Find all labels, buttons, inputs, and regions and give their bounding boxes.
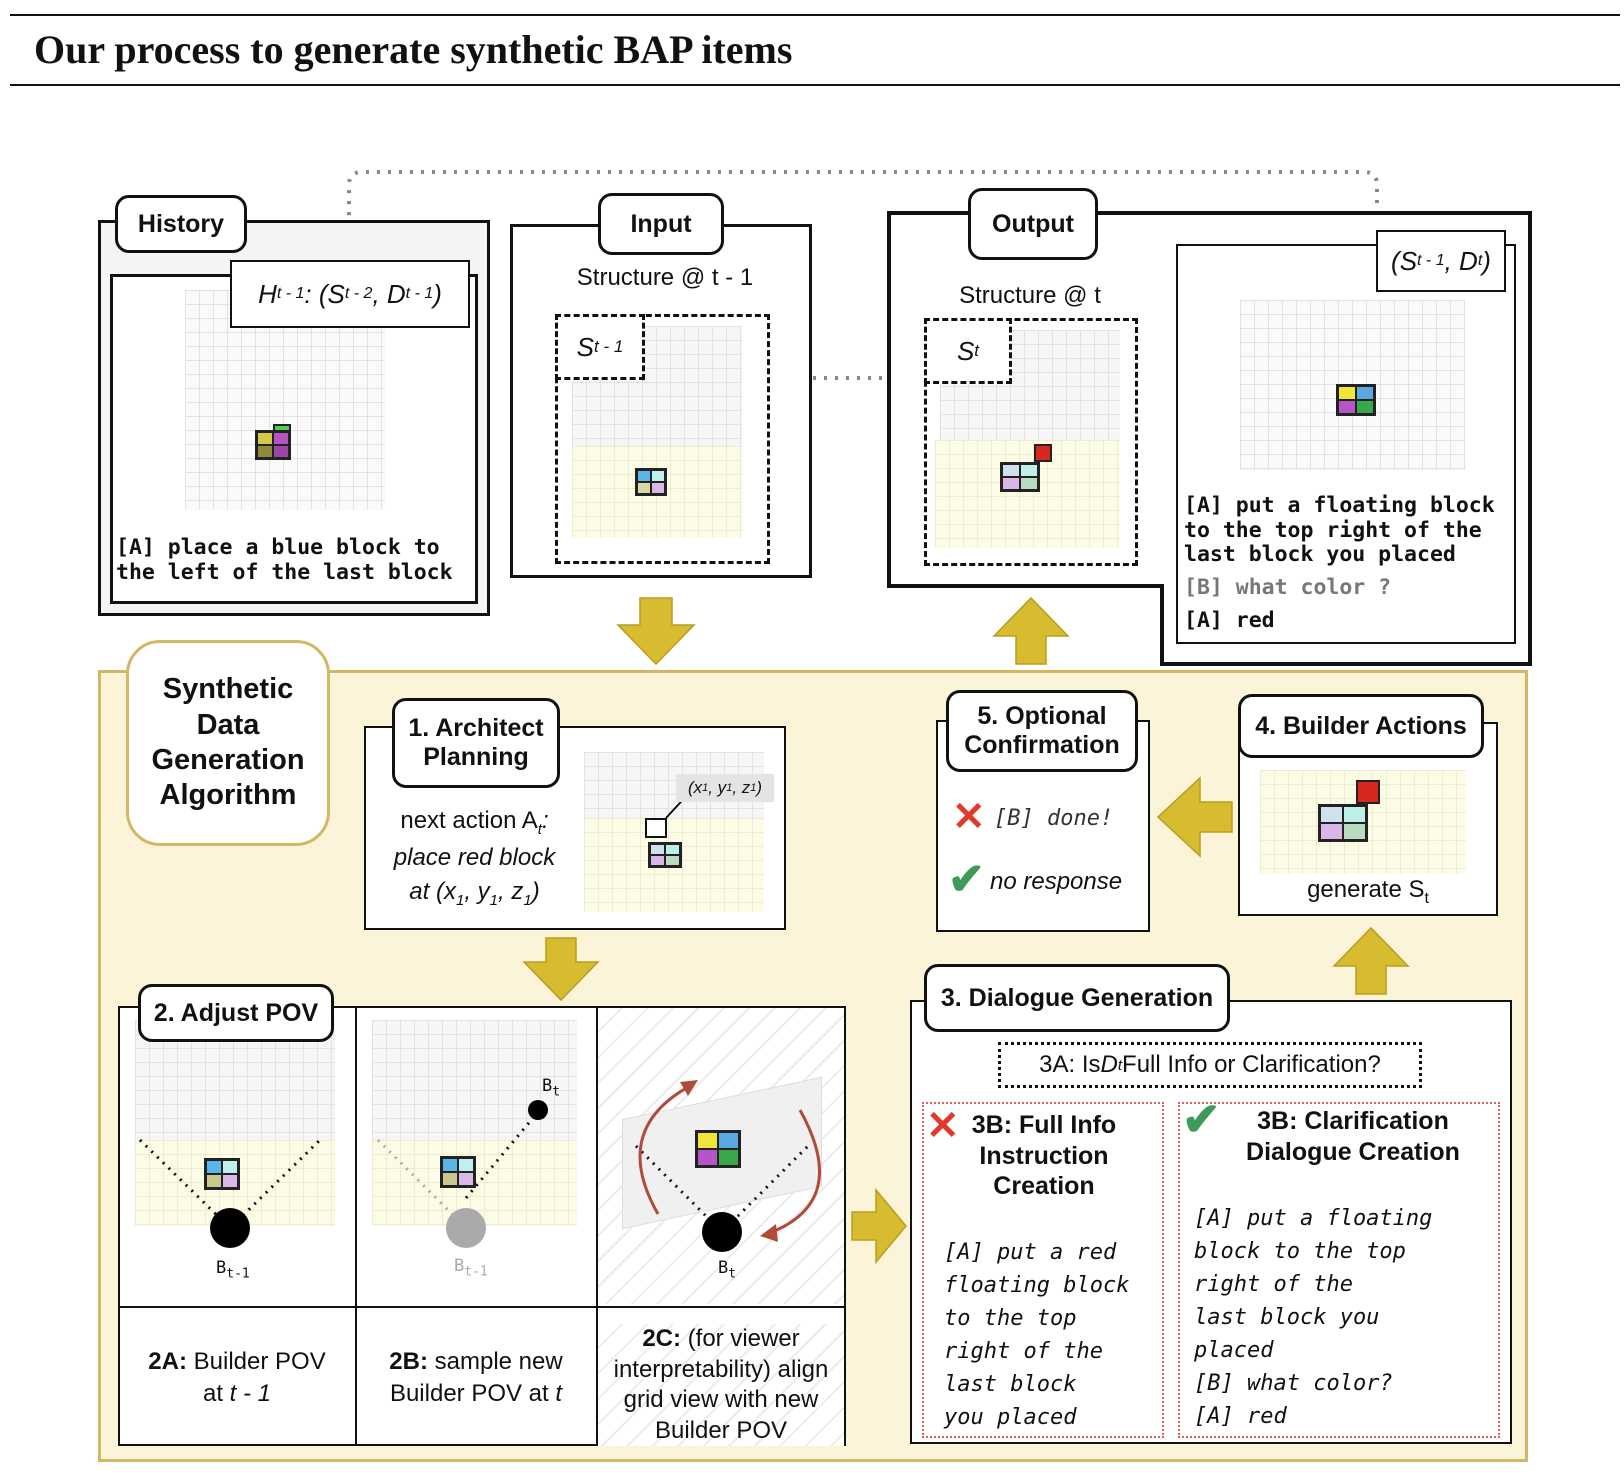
check-icon: ✔ <box>948 855 985 904</box>
pov-a-structure <box>204 1158 240 1190</box>
page-title: Our process to generate synthetic BAP it… <box>34 27 793 72</box>
step5-option-no-response: no response <box>990 868 1123 895</box>
pov-b-grid-wall <box>372 1020 577 1140</box>
title-rule <box>10 84 1620 86</box>
output-dialogue-structure <box>1336 384 1376 416</box>
step1-structure <box>648 842 682 868</box>
output-grid-wall <box>940 330 1120 440</box>
output-grid-floor <box>935 440 1120 548</box>
output-dialogue-line2: [B] what color ? <box>1184 575 1392 600</box>
step2c-caption: 2C: (for viewer interpretability) align … <box>598 1324 844 1446</box>
step2-divider-v1 <box>355 1006 357 1446</box>
step2b-caption: 2B: sample new Builder POV at t <box>389 1348 563 1408</box>
step2-divider-h <box>118 1306 846 1308</box>
input-caption: Structure @ t - 1 <box>576 264 754 291</box>
history-tab: History <box>115 195 247 253</box>
history-green-cube <box>273 424 291 432</box>
step2-divider-v2 <box>596 1006 598 1446</box>
output-caption: Structure @ t <box>959 282 1101 309</box>
pov-c-structure <box>695 1130 741 1168</box>
builder-b-new-label: Bt <box>542 1076 561 1100</box>
clarification-check-icon: ✔ <box>1182 1093 1221 1145</box>
step1-text: next action At: place red block at (x1, … <box>393 807 556 910</box>
step3-tab: 3. Dialogue Generation <box>924 964 1230 1032</box>
step2-tab: 2. Adjust POV <box>138 984 334 1042</box>
builder-b-old-label: Bt-1 <box>454 1256 488 1280</box>
output-dialogue-line3: [A] red <box>1184 608 1275 633</box>
step5-option-done: [B] done! <box>994 806 1114 831</box>
builder-b-new-dot <box>528 1100 548 1120</box>
input-tab: Input <box>598 193 724 255</box>
pov-b-structure <box>440 1156 476 1188</box>
step1-grid-floor <box>584 818 764 912</box>
input-structure-frame <box>555 314 770 564</box>
builder-a-label: Bt-1 <box>216 1258 250 1282</box>
builder-c-label: Bt <box>718 1258 737 1282</box>
full-info-box <box>922 1102 1164 1438</box>
step4-red-block <box>1356 780 1380 804</box>
step4-caption: generate St <box>1307 876 1429 907</box>
step4-structure <box>1318 804 1368 842</box>
history-dialogue: [A] place a blue block to the left of th… <box>116 535 453 585</box>
clarification-title: 3B: Clarification Dialogue Creation <box>1246 1107 1460 1166</box>
top-rule <box>10 14 1620 16</box>
full-info-text: [A] put a red floating block to the top … <box>944 1240 1130 1430</box>
builder-a-dot <box>210 1208 250 1248</box>
output-red-block <box>1034 444 1052 462</box>
cross-icon: ✕ <box>952 795 986 839</box>
clarification-text: [A] put a floating block to the top righ… <box>1194 1206 1433 1429</box>
input-structure <box>635 468 667 496</box>
clarification-box <box>1178 1102 1500 1438</box>
step4-tab: 4. Builder Actions <box>1238 694 1484 758</box>
output-tab: Output <box>968 188 1098 260</box>
algorithm-title: Synthetic Data Generation Algorithm <box>126 640 330 846</box>
output-structure-frame <box>924 318 1138 566</box>
output-dialogue-line1: [A] put a floating block to the top righ… <box>1184 493 1495 568</box>
step3-panel <box>910 1000 1512 1444</box>
step1-target-block <box>645 818 667 838</box>
full-info-cross-icon: ✕ <box>926 1104 960 1148</box>
output-structure <box>1000 462 1040 492</box>
builder-c-dot <box>702 1212 742 1252</box>
full-info-title: 3B: Full Info Instruction Creation <box>971 1111 1117 1200</box>
step2a-caption: 2A: Builder POV at t - 1 <box>148 1348 326 1408</box>
builder-b-old-dot <box>446 1208 486 1248</box>
